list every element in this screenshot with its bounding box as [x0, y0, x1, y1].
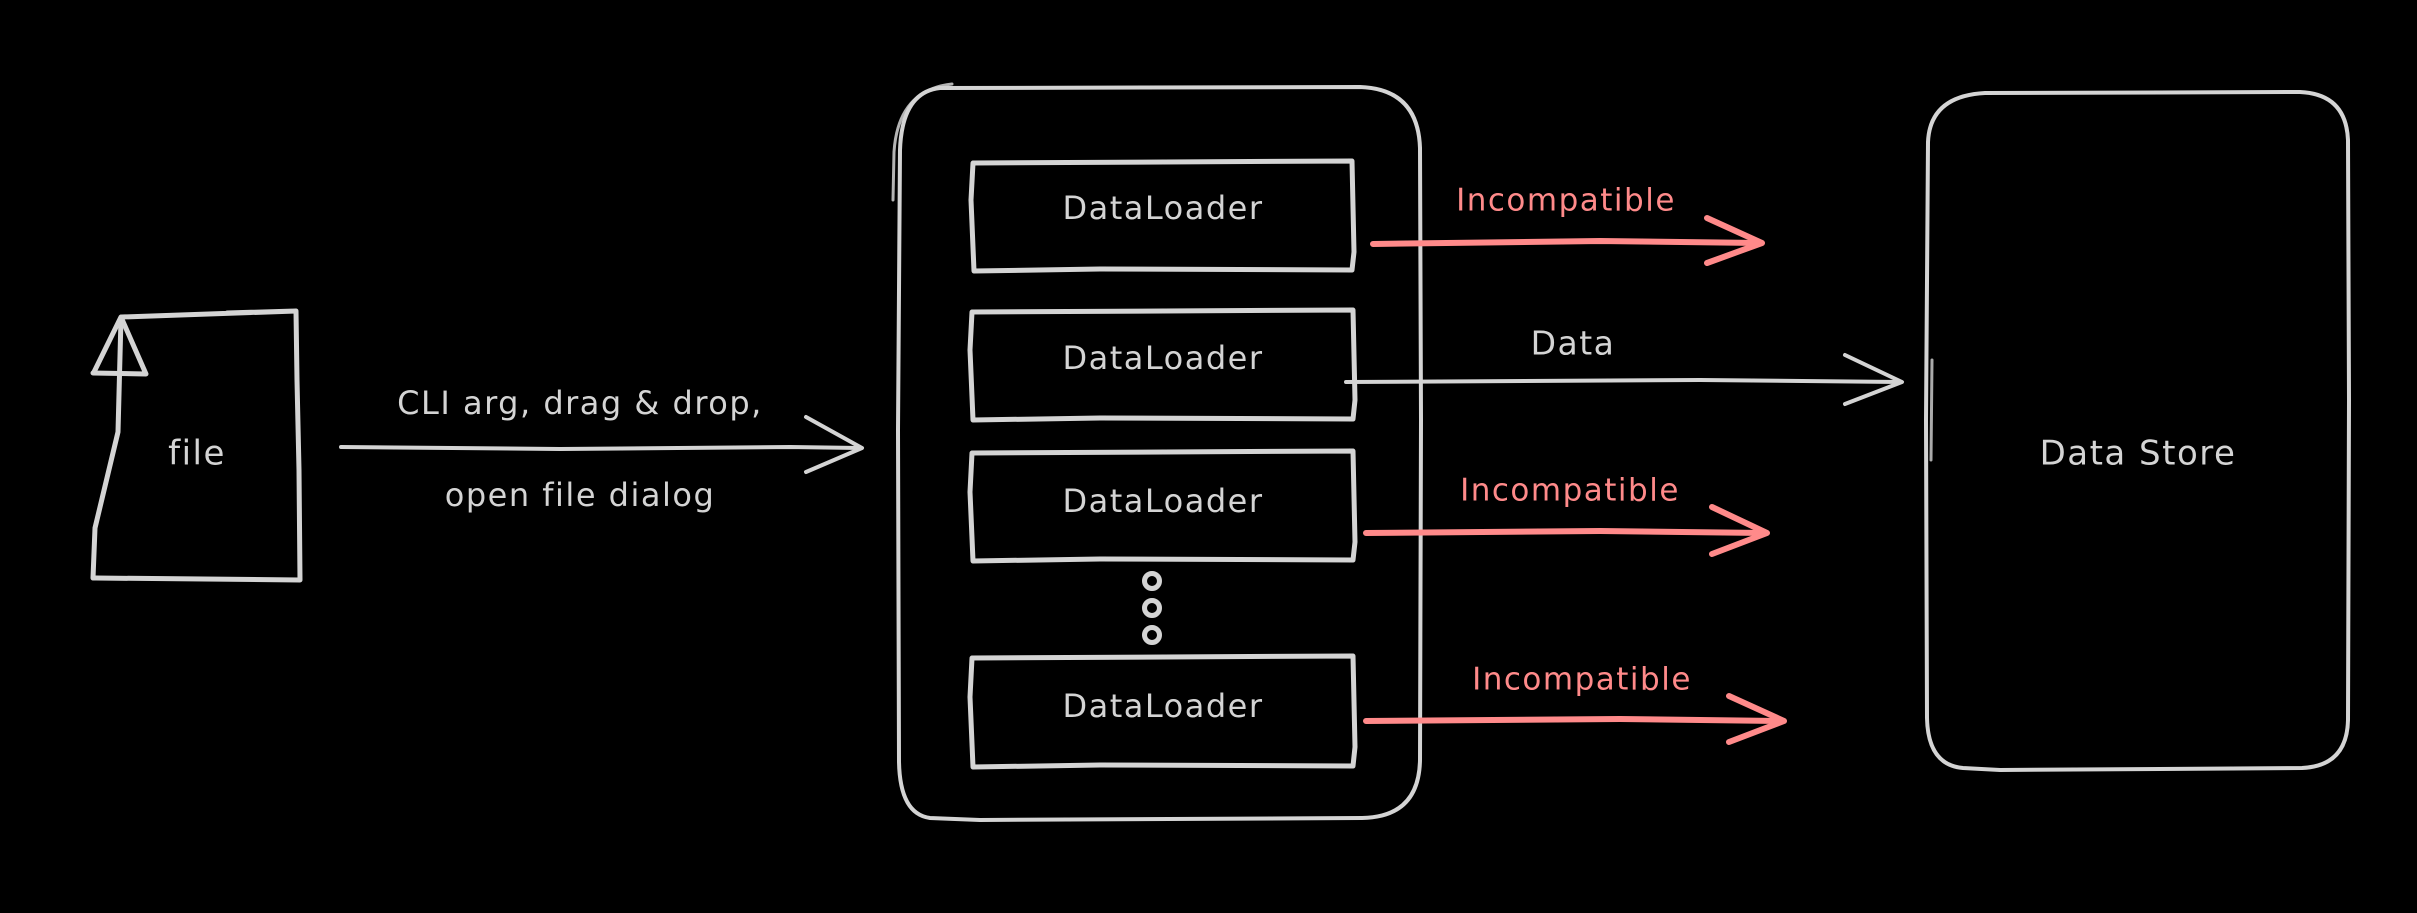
loader-box-3[interactable]: DataLoader — [967, 448, 1358, 564]
node-data-store[interactable]: Data Store — [1924, 90, 2351, 772]
data-store-outline — [1924, 90, 2351, 772]
edge-loader3-incompatible: Incompatible — [1363, 473, 1770, 557]
loader4-incompatible-arrowhead-icon — [1726, 693, 1787, 745]
loader-box-3-label: DataLoader — [1062, 482, 1263, 520]
loader2-data-arrow-line — [1344, 378, 1902, 384]
loader-box-2[interactable]: DataLoader — [967, 307, 1358, 423]
loader2-data-arrowhead-icon — [1843, 353, 1904, 406]
file-to-loaders-label-line1: CLI arg, drag & drop, — [397, 384, 763, 422]
loader-box-2-label: DataLoader — [1062, 339, 1263, 377]
loader3-incompatible-label: Incompatible — [1460, 473, 1680, 509]
loader1-incompatible-label: Incompatible — [1456, 183, 1676, 219]
loader3-incompatible-arrowhead-icon — [1709, 504, 1770, 557]
loader4-incompatible-arrow-line — [1363, 716, 1785, 724]
loader-container-outline-pass2 — [891, 82, 954, 202]
edge-loader4-incompatible: Incompatible — [1363, 662, 1787, 745]
loader1-incompatible-arrow-line — [1370, 238, 1763, 247]
loader4-incompatible-label: Incompatible — [1472, 662, 1692, 698]
file-to-loaders-arrowhead-icon — [804, 415, 864, 474]
loader1-incompatible-arrowhead-icon — [1704, 215, 1765, 266]
file-outline — [90, 308, 303, 583]
data-store-label: Data Store — [2040, 434, 2237, 474]
file-to-loaders-label-line2: open file dialog — [445, 476, 716, 514]
loader-box-4-outline — [967, 653, 1358, 770]
loader-box-1-label: DataLoader — [1062, 189, 1263, 227]
loader-box-3-outline — [967, 448, 1358, 564]
loader-container-outline — [896, 85, 1423, 822]
loader-box-4[interactable]: DataLoader — [967, 653, 1358, 770]
file-to-loaders-arrow-line — [339, 445, 862, 451]
loader2-data-label: Data — [1531, 324, 1616, 363]
file-fold-icon — [90, 314, 149, 377]
loader-box-1[interactable]: DataLoader — [968, 158, 1357, 274]
edge-loader2-data: Data — [1344, 324, 1904, 406]
loader-box-2-outline — [967, 307, 1358, 423]
node-file[interactable]: file — [90, 308, 303, 583]
edge-file-to-loaders: CLI arg, drag & drop, open file dialog — [339, 384, 864, 514]
vertical-ellipsis-icon — [1142, 571, 1162, 645]
loader-box-4-label: DataLoader — [1062, 687, 1263, 725]
loader-box-1-outline — [968, 158, 1357, 274]
file-label: file — [168, 434, 226, 474]
data-store-outline-pass2 — [1929, 358, 1934, 462]
node-loader-container[interactable]: DataLoader DataLoader DataLoader D — [891, 82, 1423, 822]
edge-loader1-incompatible: Incompatible — [1370, 183, 1765, 266]
loader3-incompatible-arrow-line — [1363, 528, 1768, 536]
